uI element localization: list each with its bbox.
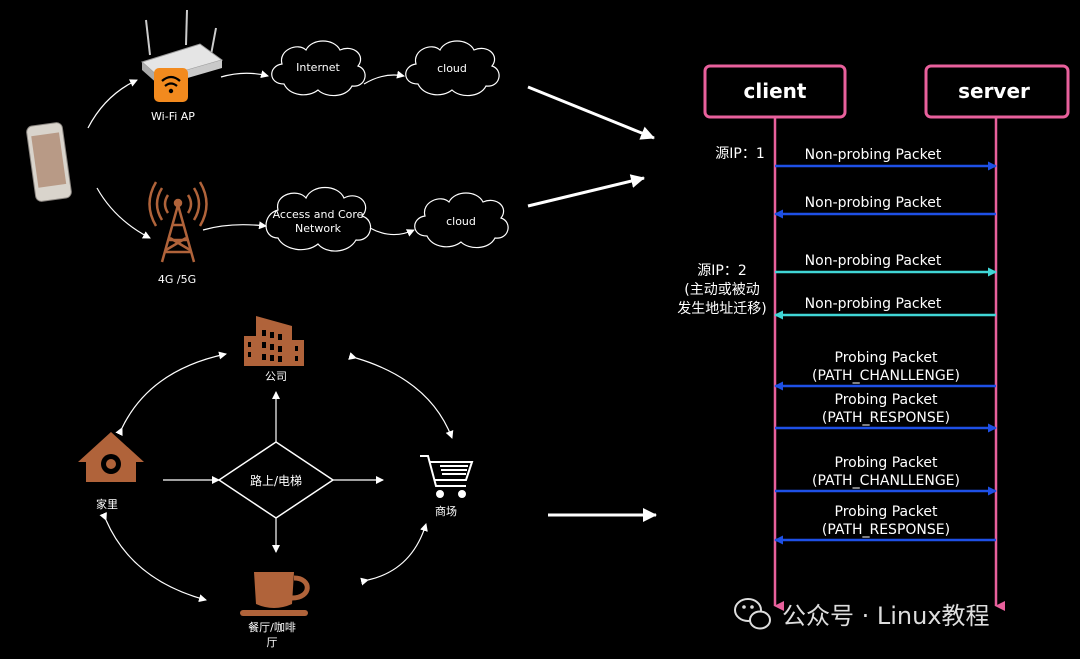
cloud-access-label-2: Network — [295, 222, 342, 235]
message-label-8: Probing Packet — [835, 504, 939, 520]
big-arrow-top — [527, 85, 655, 140]
arrow-internet-cloud1 — [363, 70, 405, 85]
coffee-cup-icon — [240, 572, 310, 616]
arrow-access-cloud2 — [369, 227, 415, 237]
phone-icon — [26, 122, 72, 202]
cloud-2 — [414, 192, 509, 249]
cloud-internet — [271, 40, 366, 97]
cell-label: 4G /5G — [158, 273, 196, 286]
wechat-icon — [734, 598, 771, 630]
office-label: 公司 — [265, 370, 287, 383]
wifi-label: Wi-Fi AP — [151, 110, 195, 123]
big-arrow-middle — [527, 174, 645, 208]
cell-tower-icon — [148, 181, 208, 263]
cloud-1-label: cloud — [437, 62, 467, 75]
arrow-phone-wifi — [87, 79, 138, 129]
office-building-icon — [244, 316, 304, 366]
cloud-access-core — [265, 186, 372, 252]
wifi-router-icon — [141, 9, 224, 102]
arrow-home-cafe — [99, 511, 207, 603]
message-label-2: Non-probing Packet — [805, 195, 942, 211]
note-migration-2: 发生地址迁移) — [677, 301, 766, 317]
arrow-home-office — [115, 351, 227, 437]
watermark-text: 公众号 · Linux教程 — [782, 602, 990, 630]
message-label-6: Probing Packet — [835, 392, 939, 408]
cloud-2-label: cloud — [446, 215, 476, 228]
message-label-1: Non-probing Packet — [805, 147, 942, 163]
message-label-5: Probing Packet — [835, 350, 939, 366]
note-source-ip-2: 源IP：2 — [697, 263, 746, 279]
arrow-cafe-mall — [360, 523, 428, 586]
message-sublabel-7: (PATH_CHANLLENGE) — [812, 473, 960, 489]
message-sublabel-8: (PATH_RESPONSE) — [822, 522, 950, 538]
cloud-internet-label: Internet — [296, 61, 340, 74]
shopping-cart-icon — [420, 455, 474, 498]
note-migration-1: (主动或被动 — [684, 282, 759, 298]
message-label-7: Probing Packet — [835, 455, 939, 471]
message-sublabel-5: (PATH_CHANLLENGE) — [812, 368, 960, 384]
home-icon — [78, 432, 144, 482]
mall-label: 商场 — [435, 504, 457, 518]
message-label-3: Non-probing Packet — [805, 253, 942, 269]
note-source-ip-1: 源IP：1 — [715, 146, 764, 162]
cafe-label-1: 餐厅/咖啡 — [248, 620, 296, 634]
arrow-wifi-internet — [220, 70, 269, 79]
cloud-1 — [405, 40, 500, 97]
cafe-label-2: 厅 — [267, 636, 278, 649]
message-label-4: Non-probing Packet — [805, 296, 942, 312]
center-label: 路上/电梯 — [250, 473, 302, 488]
arrow-office-mall — [348, 352, 454, 439]
home-label: 家里 — [96, 497, 118, 511]
arrow-phone-cell — [96, 187, 151, 239]
arrow-cell-access — [202, 221, 267, 231]
cloud-access-label-1: Access and Core — [273, 208, 364, 221]
client-label: client — [744, 79, 807, 103]
message-sublabel-6: (PATH_RESPONSE) — [822, 410, 950, 426]
server-label: server — [958, 79, 1030, 103]
